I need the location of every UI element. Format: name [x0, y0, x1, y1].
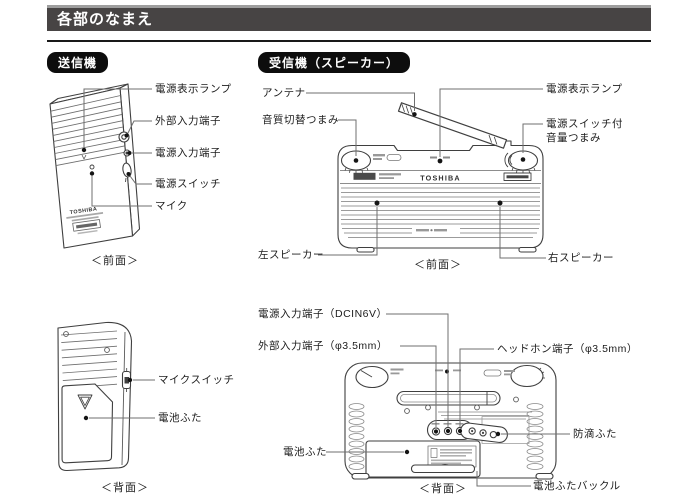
rx-buckle-bar — [410, 464, 476, 474]
label-rx-battery-buckle: 電池ふたバックル — [533, 480, 621, 492]
transmitter-front-drawing: TOSHIBA — [49, 83, 141, 249]
header-rule — [47, 40, 651, 42]
caption-rx-back: ＜背面＞ — [419, 483, 467, 495]
tx-mic-hole — [89, 164, 95, 170]
caption-rx-front: ＜前面＞ — [414, 259, 462, 271]
rx-ext-input-jack — [431, 427, 441, 436]
label-tx-power-switch: 電源スイッチ — [155, 178, 221, 190]
label-rx-headphone: ヘッドホン端子（φ3.5mm） — [497, 343, 638, 355]
label-tx-power-input: 電源入力端子 — [155, 147, 221, 159]
callout-dots — [81, 112, 526, 455]
label-rx-left-speaker: 左スピーカー — [258, 249, 324, 261]
label-rx-right-speaker: 右スピーカー — [548, 252, 614, 264]
rx-back-right-knob — [510, 364, 544, 388]
label-rx-tone-knob: 音質切替つまみ — [262, 114, 339, 126]
label-tx-mic: マイク — [155, 200, 188, 212]
section-header-bar: 各部のなまえ — [47, 5, 651, 31]
transmitter-back-drawing — [57, 321, 133, 472]
leader-lines — [83, 88, 570, 487]
label-rx-volume-knob-1: 電源スイッチ付 — [546, 118, 623, 130]
receiver-front-drawing: TOSHIBA — [337, 102, 544, 253]
caption-tx-front: ＜前面＞ — [91, 255, 139, 267]
caption-tx-back: ＜背面＞ — [101, 482, 149, 494]
label-tx-battery-cover: 電池ふた — [158, 412, 202, 424]
label-rx-drip-cover: 防滴ふた — [573, 428, 617, 440]
label-rx-ext-input: 外部入力端子（φ3.5mm） — [258, 340, 388, 352]
label-rx-power-input: 電源入力端子（DCIN6V） — [258, 308, 388, 320]
rx-antenna — [397, 102, 508, 149]
tx-battery-cover — [61, 383, 114, 464]
badge-transmitter: 送信機 — [47, 52, 109, 73]
label-rx-antenna: アンテナ — [262, 87, 306, 99]
label-rx-battery-cover: 電池ふた — [283, 446, 327, 458]
rx-power-input-jack — [443, 426, 453, 436]
label-tx-power-lamp: 電源表示ランプ — [155, 83, 232, 95]
page-title: 各部のなまえ — [57, 11, 154, 28]
label-tx-ext-input: 外部入力端子 — [155, 115, 221, 127]
label-rx-power-lamp: 電源表示ランプ — [546, 83, 623, 95]
label-tx-mic-switch: マイクスイッチ — [158, 374, 235, 386]
badge-receiver: 受信機（スピーカー） — [258, 52, 411, 73]
receiver-back-drawing — [344, 362, 557, 480]
rx-brand-text: TOSHIBA — [420, 174, 461, 183]
label-rx-volume-knob-2: 音量つまみ — [546, 132, 601, 144]
tx-brand-text: TOSHIBA — [69, 206, 97, 216]
